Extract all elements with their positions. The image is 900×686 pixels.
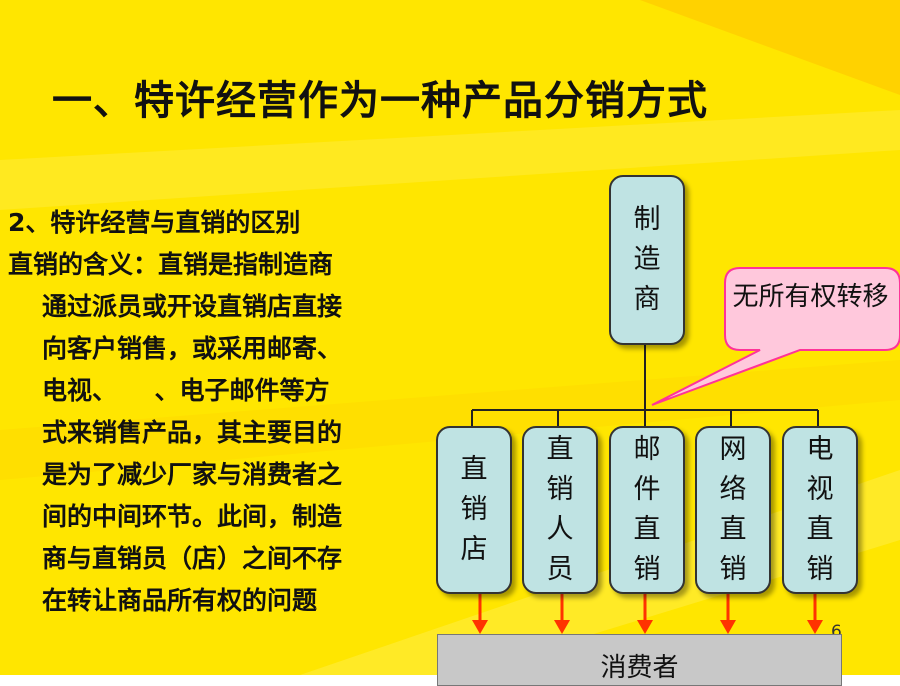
body-line: 直销的含义：直销是指制造商 xyxy=(8,250,334,279)
channel-node: 网络直销 xyxy=(695,426,771,594)
channel-label: 邮件直销 xyxy=(633,434,661,585)
channel-node: 电视直销 xyxy=(782,426,858,594)
body-line: 在转让商品所有权的问题 xyxy=(42,586,318,615)
channel-node: 邮件直销 xyxy=(609,426,685,594)
body-line: 式来销售产品，其主要目的 xyxy=(42,418,343,447)
callout-bubble xyxy=(651,267,900,406)
consumer-label: 消费者 xyxy=(600,653,679,683)
slide-title: 一、特许经营作为一种产品分销方式 xyxy=(52,78,708,124)
manufacturer-label: 制造商 xyxy=(633,204,661,315)
callout-no-ownership-transfer: 无所有权转移 xyxy=(732,282,889,312)
channel-label: 网络直销 xyxy=(719,434,747,585)
body-text: 2、特许经营与直销的区别 直销的含义：直销是指制造商 通过派员或开设直销店直接 … xyxy=(8,202,418,622)
channel-label: 直销人员 xyxy=(546,434,574,585)
body-line: 商与直销员（店）之间不存 xyxy=(42,544,343,573)
page-number: 6 xyxy=(831,622,842,642)
body-line: 向客户销售，或采用邮寄、 xyxy=(42,334,343,363)
body-heading: 2、特许经营与直销的区别 xyxy=(8,208,301,237)
body-line: 间的中间环节。此间，制造 xyxy=(42,502,343,531)
body-line: 电视、 、电子邮件等方 xyxy=(42,376,330,405)
body-line: 是为了减少厂家与消费者之 xyxy=(42,460,343,489)
channel-node: 直销店 xyxy=(436,426,512,594)
channel-label: 直销店 xyxy=(460,454,488,565)
channel-node: 直销人员 xyxy=(522,426,598,594)
consumer-node: 消费者 xyxy=(437,634,842,686)
manufacturer-node: 制造商 xyxy=(609,175,685,345)
channel-label: 电视直销 xyxy=(806,434,834,585)
body-line: 通过派员或开设直销店直接 xyxy=(42,292,343,321)
